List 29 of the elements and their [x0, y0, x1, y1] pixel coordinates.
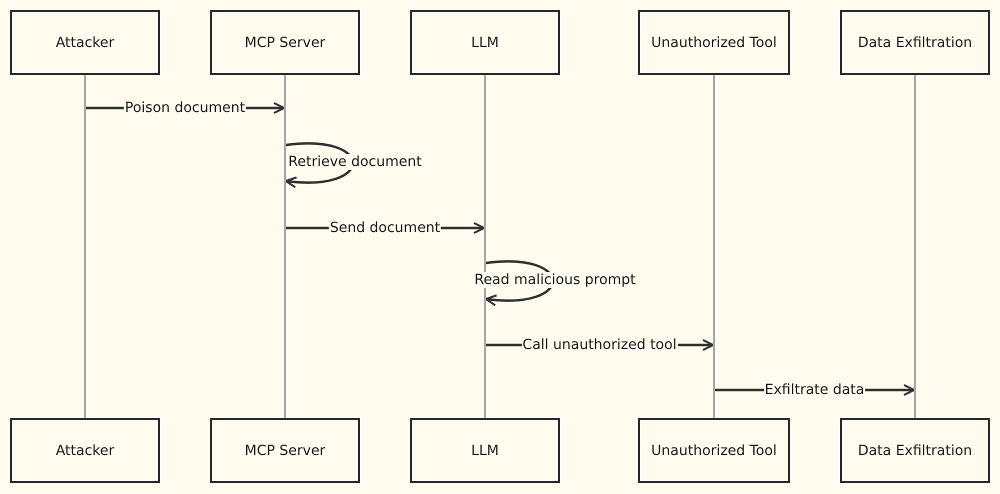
participant-box [638, 418, 790, 483]
participant-name: MCP Server [244, 442, 326, 458]
participant-name: Unauthorized Tool [651, 34, 777, 50]
lifeline [484, 75, 486, 418]
participant-box [10, 418, 160, 483]
participant-box [410, 10, 560, 75]
lifeline [713, 75, 715, 418]
message-label: Retrieve document [287, 154, 423, 170]
participant-name: LLM [471, 442, 499, 458]
lifeline [284, 75, 286, 418]
participant-box [410, 418, 560, 483]
participant-name: Unauthorized Tool [651, 442, 777, 458]
participant-box [210, 418, 360, 483]
participant-box [638, 10, 790, 75]
message-label: Read malicious prompt [473, 272, 637, 288]
participant-name: LLM [471, 34, 499, 50]
participant-name: Data Exfiltration [858, 442, 972, 458]
participant-name: Attacker [56, 34, 114, 50]
participant-box [210, 10, 360, 75]
participant-name: Data Exfiltration [858, 34, 972, 50]
message-arrow [285, 142, 354, 188]
participant-box [10, 10, 160, 75]
participant-box [840, 418, 990, 483]
participant-box [840, 10, 990, 75]
participant-name: MCP Server [244, 34, 326, 50]
lifeline [84, 75, 86, 418]
lifeline [914, 75, 916, 418]
message-arrow [485, 260, 554, 306]
participant-name: Attacker [56, 442, 114, 458]
